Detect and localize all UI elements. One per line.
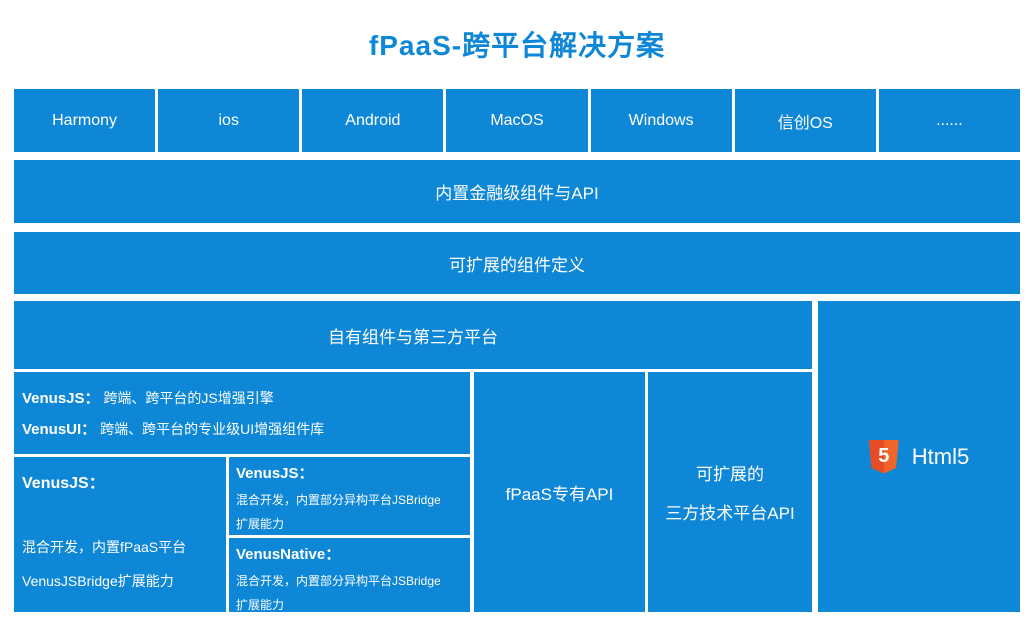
html5-label: Html5 bbox=[911, 443, 970, 469]
venus-fpaas-bridge-box: VenusJS： 混合开发，内置fPaaS平台 VenusJSBridge扩展能… bbox=[14, 457, 226, 612]
venus-fpaas-bridge-line2: VenusJSBridge扩展能力 bbox=[22, 573, 174, 589]
venus-js-desc: 跨端、跨平台的JS增强引擎 bbox=[103, 390, 274, 406]
venus-engine-box: VenusJS： 跨端、跨平台的JS增强引擎 VenusUI： 跨端、跨平台的专… bbox=[14, 372, 470, 454]
venus-ui-label: VenusUI： bbox=[22, 421, 97, 438]
platforms-row: Harmony ios Android MacOS Windows 信创OS .… bbox=[14, 89, 1020, 152]
third-party-api-box: 可扩展的 三方技术平台API bbox=[648, 372, 812, 612]
layer-builtin-components-api: 内置金融级组件与API bbox=[14, 160, 1020, 223]
platform-ios: ios bbox=[158, 89, 300, 152]
third-party-api-line1: 可扩展的 bbox=[696, 465, 764, 484]
platform-macos: MacOS bbox=[446, 89, 588, 152]
venus-js-bridge-line2: 扩展能力 bbox=[236, 517, 285, 531]
venus-native-bridge-label: VenusNative： bbox=[236, 546, 341, 563]
venus-native-bridge-line1: 混合开发，内置部分异构平台JSBridge bbox=[236, 574, 441, 588]
venus-fpaas-bridge-label: VenusJS： bbox=[22, 475, 105, 492]
venus-js-bridge-label: VenusJS： bbox=[236, 465, 314, 482]
venus-native-bridge-line2: 扩展能力 bbox=[236, 598, 285, 612]
fpaas-api-box: fPaaS专有API bbox=[474, 372, 645, 612]
venus-ui-line: VenusUI： 跨端、跨平台的专业级UI增强组件库 bbox=[22, 418, 324, 439]
platform-more: ...... bbox=[878, 89, 1020, 152]
venus-fpaas-bridge-line1: 混合开发，内置fPaaS平台 bbox=[22, 539, 187, 555]
venus-js-bridge-line1: 混合开发，内置部分异构平台JSBridge bbox=[236, 493, 441, 507]
platform-harmony: Harmony bbox=[14, 89, 156, 152]
layer-own-components-third-party: 自有组件与第三方平台 bbox=[14, 301, 812, 369]
platform-android: Android bbox=[302, 89, 444, 152]
html5-box: 5 Html5 bbox=[818, 301, 1020, 612]
third-party-api-line2: 三方技术平台API bbox=[665, 504, 795, 523]
layer-extensible-component-definition: 可扩展的组件定义 bbox=[14, 232, 1020, 294]
html5-icon: 5 bbox=[868, 439, 899, 474]
venus-js-label: VenusJS： bbox=[22, 390, 100, 407]
platform-windows: Windows bbox=[590, 89, 732, 152]
venus-js-bridge-box: VenusJS： 混合开发，内置部分异构平台JSBridge 扩展能力 bbox=[229, 457, 470, 535]
venus-js-engine-line: VenusJS： 跨端、跨平台的JS增强引擎 bbox=[22, 387, 274, 408]
platform-xinchuang-os: 信创OS bbox=[734, 89, 876, 152]
page-title: fPaaS-跨平台解决方案 bbox=[368, 30, 666, 61]
venus-native-bridge-box: VenusNative： 混合开发，内置部分异构平台JSBridge 扩展能力 bbox=[229, 538, 470, 612]
venus-ui-desc: 跨端、跨平台的专业级UI增强组件库 bbox=[100, 421, 325, 437]
